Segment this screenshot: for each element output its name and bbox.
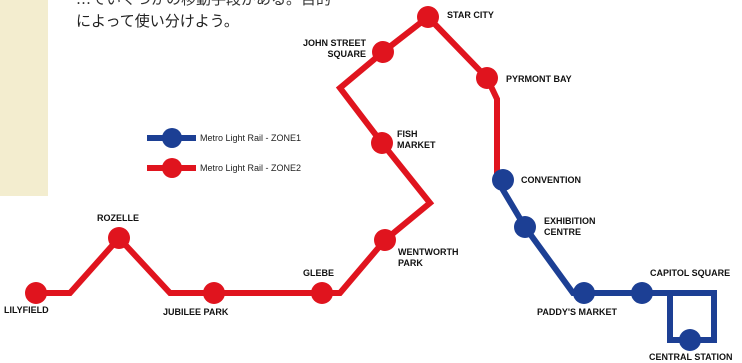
station-dot-exhibition-centre[interactable] <box>514 216 536 238</box>
station-label-fish-market-line1: FISH <box>397 129 418 139</box>
intro-text-line-2: によって使い分けよう。 <box>76 12 239 30</box>
station-label-john-street-square-line1: JOHN STREET <box>302 38 366 48</box>
station-label-jubilee-park: JUBILEE PARK <box>163 307 229 317</box>
station-dot-jubilee-park[interactable] <box>203 282 225 304</box>
station-label-john-street-square: JOHN STREET SQUARE <box>292 38 366 60</box>
station-label-john-street-square-line2: SQUARE <box>327 49 366 59</box>
station-label-rozelle: ROZELLE <box>97 213 139 223</box>
station-label-wentworth-park-line2: PARK <box>398 258 423 268</box>
sidebar-panel <box>0 0 48 196</box>
station-label-exhibition-centre-line2: CENTRE <box>544 227 582 237</box>
station-dot-paddys-market[interactable] <box>573 282 595 304</box>
station-dot-star-city[interactable] <box>417 6 439 28</box>
station-dot-fish-market[interactable] <box>371 132 393 154</box>
station-label-glebe: GLEBE <box>303 268 335 278</box>
station-label-wentworth-park: WENTWORTH PARK <box>398 247 459 269</box>
station-label-paddys-market: PADDY'S MARKET <box>537 307 617 317</box>
station-label-central-station: CENTRAL STATION <box>649 352 733 362</box>
station-dot-glebe[interactable] <box>311 282 333 304</box>
station-dot-central-station[interactable] <box>679 329 701 351</box>
station-dot-lilyfield[interactable] <box>25 282 47 304</box>
station-label-convention: CONVENTION <box>521 175 582 185</box>
station-label-exhibition-centre: EXHIBITION CENTRE <box>544 216 596 238</box>
station-label-pyrmont-bay: PYRMONT BAY <box>506 74 572 84</box>
intro-text: …ていくつかの移動手段がある。目的 によって使い分けよう。 <box>76 0 331 32</box>
station-label-lilyfield: LILYFIELD <box>4 305 49 315</box>
station-label-fish-market-line2: MARKET <box>397 140 436 150</box>
station-label-wentworth-park-line1: WENTWORTH <box>398 247 459 257</box>
station-dot-john-street-square[interactable] <box>372 41 394 63</box>
station-label-exhibition-centre-line1: EXHIBITION <box>544 216 596 226</box>
zone2-route-line <box>36 12 500 296</box>
legend-label-zone1: Metro Light Rail - ZONE1 <box>200 133 302 143</box>
legend-swatch-zone2 <box>147 158 196 178</box>
station-dot-convention[interactable] <box>492 169 514 191</box>
station-label-capitol-square: CAPITOL SQUARE <box>650 268 731 278</box>
station-label-fish-market: FISH MARKET <box>397 129 436 151</box>
station-dot-rozelle[interactable] <box>108 227 130 249</box>
legend-swatch-zone1 <box>147 128 196 148</box>
station-label-star-city: STAR CITY <box>447 10 494 20</box>
station-dot-capitol-square[interactable] <box>631 282 653 304</box>
intro-text-line-1: …ていくつかの移動手段がある。目的 <box>76 0 331 10</box>
station-dot-pyrmont-bay[interactable] <box>476 67 498 89</box>
legend-label-zone2: Metro Light Rail - ZONE2 <box>200 163 302 173</box>
station-dot-wentworth-park[interactable] <box>374 229 396 251</box>
